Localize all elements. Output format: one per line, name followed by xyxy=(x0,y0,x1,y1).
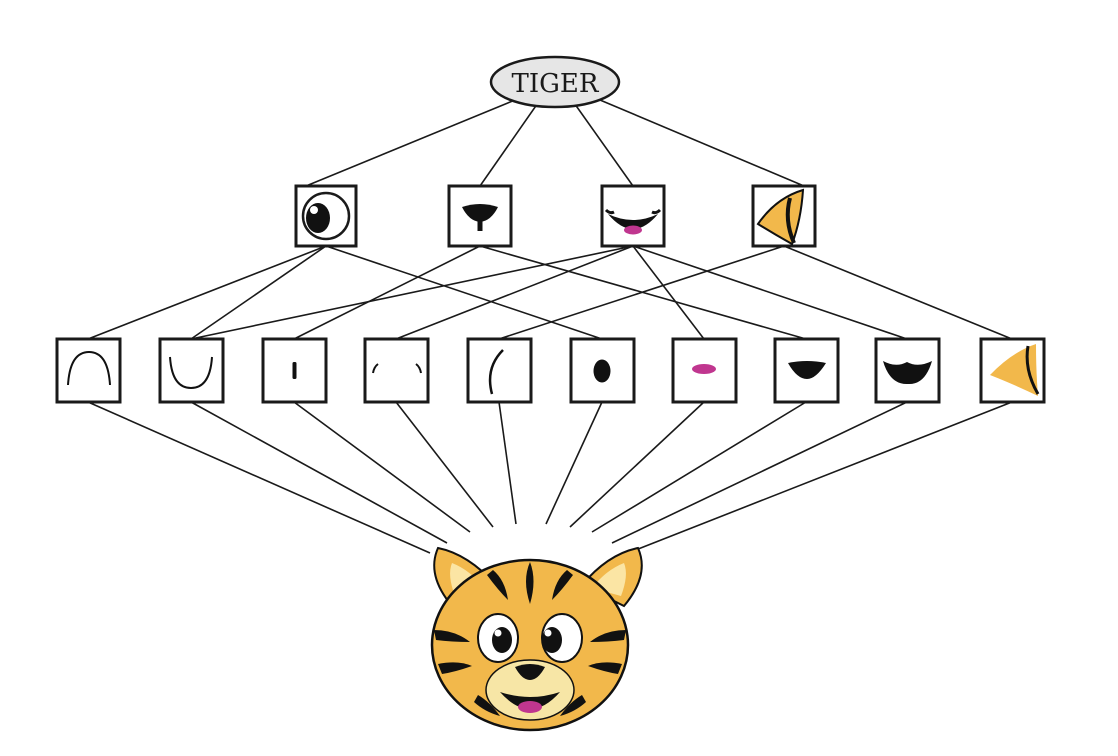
low-feature-tongue xyxy=(671,337,738,404)
connection-lines xyxy=(87,99,1013,554)
low-feature-ear-patch xyxy=(979,337,1046,404)
low-to-face-line xyxy=(293,401,471,533)
tongue-icon xyxy=(692,364,716,374)
low-feature-mouth-shape xyxy=(874,337,941,404)
root-label: TIGER xyxy=(512,69,600,99)
tiger-stripes xyxy=(434,562,626,716)
mid-to-low-line xyxy=(190,245,634,340)
nose-tip-icon xyxy=(788,361,826,379)
left-arc-icon xyxy=(488,349,504,395)
cup-curve-icon xyxy=(169,356,213,390)
root-to-mid-line xyxy=(599,99,805,187)
eyebrow-ticks-icon xyxy=(372,363,422,374)
low-to-face-line xyxy=(569,401,705,528)
low-to-face-line xyxy=(591,401,807,533)
nose-icon xyxy=(462,204,498,231)
root-node: TIGER xyxy=(489,55,621,109)
pupil-icon xyxy=(593,359,611,383)
root-ellipse xyxy=(489,55,621,109)
eye-icon xyxy=(301,191,351,241)
mid-feature-mouth xyxy=(600,184,666,248)
root-to-mid-line xyxy=(571,99,634,187)
root-to-mid-line xyxy=(305,99,516,187)
tiger-eyes xyxy=(477,613,583,663)
arch-curve-icon xyxy=(67,350,111,386)
mouth-shape-icon xyxy=(883,361,932,385)
tiger-nose xyxy=(515,664,545,680)
mid-to-low-line xyxy=(190,245,327,340)
low-feature-dash xyxy=(261,337,328,404)
low-feature-pupil xyxy=(569,337,636,404)
low-to-face-line xyxy=(190,401,448,544)
mid-to-low-line xyxy=(783,245,1013,340)
low-to-face-line xyxy=(498,401,517,525)
mid-to-low-line xyxy=(87,245,327,340)
ear-patch-icon xyxy=(990,344,1040,396)
vertical-dash-icon xyxy=(292,362,297,379)
ear-icon xyxy=(756,188,805,246)
tiger-face-illustration xyxy=(430,546,643,732)
mid-feature-nose xyxy=(447,184,513,248)
low-to-face-line xyxy=(87,401,431,554)
tiger-muzzle xyxy=(485,659,575,721)
mid-to-low-line xyxy=(632,245,908,340)
low-to-face-line xyxy=(627,401,1013,554)
tiger-tongue xyxy=(518,701,542,713)
mid-to-low-line xyxy=(395,245,634,340)
tiger-mouth xyxy=(500,692,560,709)
low-to-face-line xyxy=(611,401,908,544)
mid-to-low-line xyxy=(498,245,785,340)
low-to-face-line xyxy=(545,401,603,525)
tiger-head xyxy=(430,558,630,732)
low-feature-left-arc xyxy=(466,337,533,404)
mid-to-low-line xyxy=(293,245,481,340)
low-feature-ticks xyxy=(363,337,430,404)
mid-to-low-line xyxy=(325,245,603,340)
mid-to-low-line xyxy=(632,245,705,340)
smiling-mouth-icon xyxy=(604,208,662,235)
low-feature-nose-tip xyxy=(773,337,840,404)
low-to-face-line xyxy=(395,401,494,528)
mid-feature-ear xyxy=(751,184,817,248)
low-feature-cup xyxy=(158,337,225,404)
mid-feature-eye xyxy=(294,184,358,248)
root-to-mid-line xyxy=(479,99,541,187)
low-feature-arch xyxy=(55,337,122,404)
